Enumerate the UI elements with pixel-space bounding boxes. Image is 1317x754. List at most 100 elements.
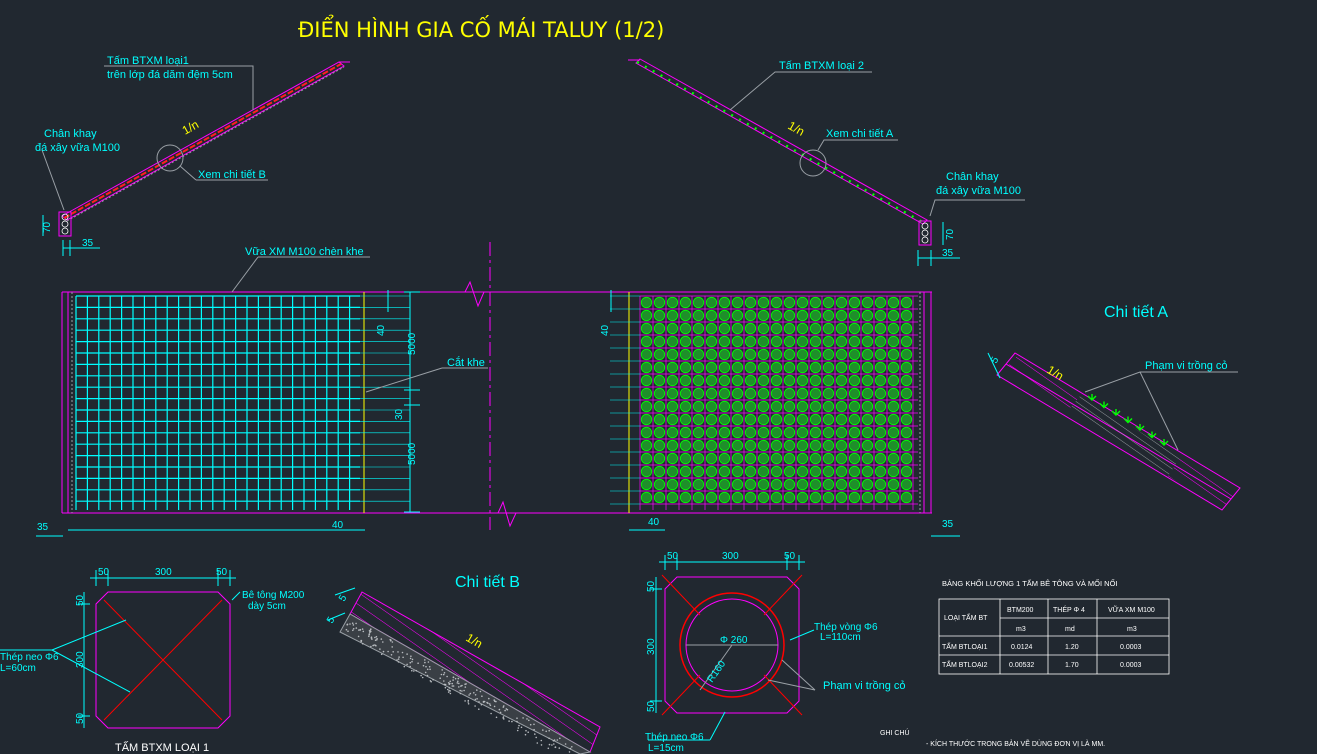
grass-cell [874, 439, 887, 452]
plate2-dim-v300: 300 [646, 638, 657, 655]
concrete-dot [406, 663, 408, 666]
grass-cell [809, 400, 822, 413]
concrete-dot [469, 692, 472, 695]
grass-cell [653, 309, 666, 322]
grass-cell [887, 348, 900, 361]
grass-cell [666, 478, 679, 491]
right-detail-ref: Xem chi tiết A [826, 128, 894, 140]
quantity-table: BẢNG KHỐI LƯỢNG 1 TẤM BÊ TÔNG VÀ MỐI NỐI… [938, 578, 1170, 675]
grass-cell [744, 322, 757, 335]
detail-a-grass-label: Phạm vi trồng cỏ [1145, 360, 1228, 372]
grass-cell [822, 374, 835, 387]
concrete-dot [428, 666, 431, 668]
grass-cell [744, 478, 757, 491]
grass-cell [822, 296, 835, 309]
grass-cell [809, 387, 822, 400]
concrete-dot [461, 690, 463, 692]
concrete-dot [362, 630, 365, 633]
concrete-dot [447, 682, 450, 684]
concrete-dot [467, 703, 470, 705]
grass-cell [666, 439, 679, 452]
grass-cell [783, 400, 796, 413]
grass-cell [770, 374, 783, 387]
detail-b-title: Chi tiết B [455, 574, 520, 591]
grass-cell [861, 387, 874, 400]
grass-cell [809, 465, 822, 478]
grass-cell [822, 439, 835, 452]
concrete-dot [452, 676, 455, 679]
grass-cell [640, 465, 653, 478]
grass-cell [692, 452, 705, 465]
table-title: BẢNG KHỐI LƯỢNG 1 TẤM BÊ TÔNG VÀ MỐI NỐI [942, 578, 1118, 588]
grass-cell [653, 361, 666, 374]
grass-cell [770, 322, 783, 335]
concrete-dot [548, 743, 551, 746]
grass-mark [1087, 394, 1097, 401]
grass-mark [1135, 424, 1145, 431]
grass-cell [731, 361, 744, 374]
grass-cell [835, 374, 848, 387]
grass-cell [757, 387, 770, 400]
grass-cell [835, 309, 848, 322]
grass-cell [692, 322, 705, 335]
table-unit-3: m3 [1127, 626, 1137, 633]
concrete-dot [401, 651, 404, 654]
grass-cell [679, 387, 692, 400]
concrete-dot [505, 708, 508, 710]
concrete-dot [360, 639, 362, 642]
grass-cell [692, 426, 705, 439]
plate2-dim-v50b: 50 [646, 700, 657, 712]
concrete-dot [368, 635, 370, 638]
grass-cell [809, 491, 822, 504]
concrete-dot [571, 746, 573, 748]
table-header-mortar: VỮA XM M100 [1108, 605, 1155, 614]
concrete-dot [379, 648, 381, 650]
grass-cell [887, 465, 900, 478]
grass-cell [861, 335, 874, 348]
grass-cell [783, 322, 796, 335]
grass-cell [757, 374, 770, 387]
concrete-dot [508, 720, 510, 722]
table-unit-2: md [1065, 626, 1075, 633]
grass-cell [900, 387, 913, 400]
grass-cell [744, 361, 757, 374]
grass-cell [679, 452, 692, 465]
grass-cell [887, 400, 900, 413]
table-row-2-v3: 0.0003 [1120, 662, 1142, 669]
right-plate-label: Tấm BTXM loại 2 [779, 60, 864, 72]
concrete-dot [451, 685, 454, 687]
plan-dim-40-left-top: 40 [376, 324, 387, 336]
grass-cell [809, 361, 822, 374]
grass-cell [822, 478, 835, 491]
grass-cell [822, 322, 835, 335]
grass-cell [874, 387, 887, 400]
grass-cell [900, 361, 913, 374]
notes-line-1: - KÍCH THƯỚC TRONG BẢN VẼ DÙNG ĐƠN VỊ LÀ… [926, 739, 1105, 748]
concrete-dot [411, 660, 413, 663]
grass-cell [757, 478, 770, 491]
concrete-dot [558, 747, 561, 749]
concrete-dot [474, 698, 477, 701]
concrete-dot [413, 670, 415, 672]
concrete-dot [398, 656, 400, 658]
grass-cell [861, 348, 874, 361]
grass-cell [640, 439, 653, 452]
plate1-dim-v50b: 50 [75, 712, 86, 724]
grass-cell [679, 374, 692, 387]
detail-b: Chi tiết B 5 5 1/n [325, 574, 601, 754]
concrete-dot [397, 651, 399, 653]
concrete-dot [528, 719, 530, 722]
grass-cell [900, 452, 913, 465]
grass-cell [705, 491, 718, 504]
plate2-ring-label-2: L=110cm [820, 632, 861, 643]
grass-cell [718, 296, 731, 309]
concrete-dot [498, 708, 501, 711]
grass-cell [822, 309, 835, 322]
concrete-dot [449, 680, 452, 683]
grass-cell [796, 465, 809, 478]
grass-cell [796, 452, 809, 465]
detail-b-dim-1: 5 [337, 593, 350, 604]
grass-cell [666, 413, 679, 426]
grass-cell [770, 361, 783, 374]
grass-cell [692, 348, 705, 361]
